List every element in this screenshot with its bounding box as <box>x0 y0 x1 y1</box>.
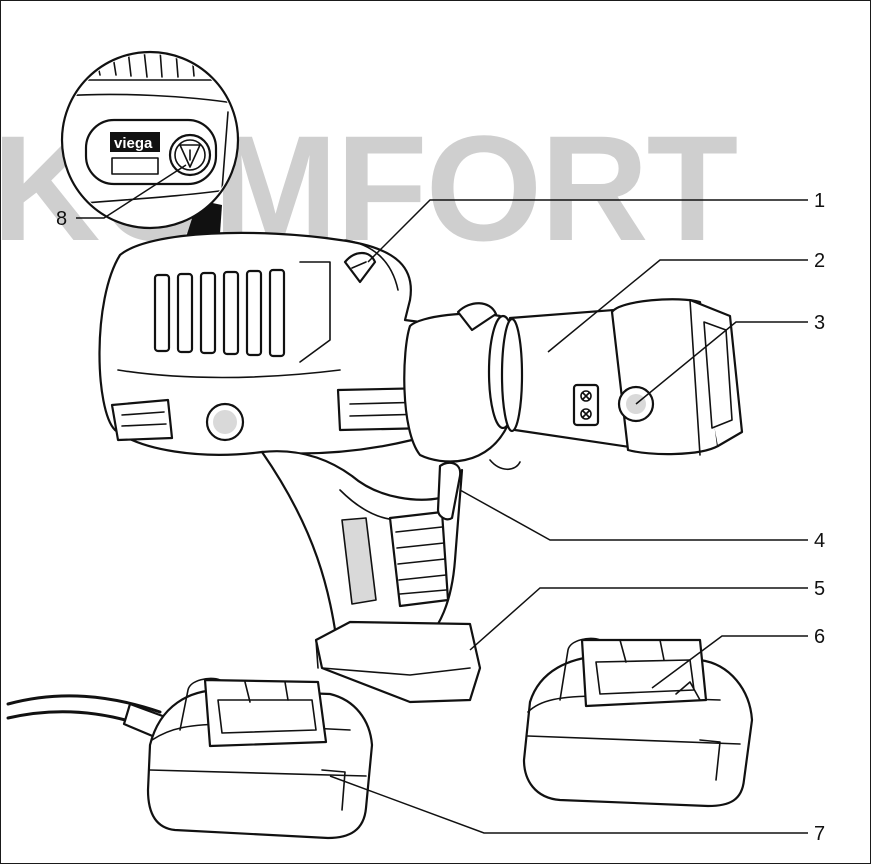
press-tool <box>98 231 744 704</box>
inset-magnifier: viega <box>60 50 240 230</box>
callout-3: 3 <box>814 312 825 334</box>
leader-8 <box>76 164 187 219</box>
leader-5 <box>469 587 808 651</box>
callout-5: 5 <box>814 578 825 600</box>
leader-3 <box>635 321 808 405</box>
warning-triangle-icon <box>179 144 201 168</box>
leader-1 <box>367 199 808 263</box>
ventilation-slots <box>153 268 286 358</box>
side-bumper <box>110 398 174 442</box>
leader-2 <box>547 259 808 353</box>
callout-1: 1 <box>814 190 825 212</box>
trigger-switch <box>436 461 462 521</box>
callout-4: 4 <box>814 530 825 552</box>
battery-mount <box>314 620 482 704</box>
viega-logo-text: viega <box>114 135 153 152</box>
callout-2: 2 <box>814 250 825 272</box>
callout-6: 6 <box>814 626 825 648</box>
leader-7 <box>329 775 808 834</box>
leader-6 <box>651 635 808 689</box>
indicator-light <box>343 251 377 284</box>
callout-8: 8 <box>56 208 67 230</box>
battery-7 <box>6 677 374 840</box>
leader-lines <box>76 164 808 834</box>
rotating-collar <box>403 312 512 463</box>
callout-labels: 1 2 3 4 5 6 7 8 <box>56 190 825 845</box>
viega-logo-badge <box>110 132 160 152</box>
leader-4 <box>459 489 808 541</box>
callout-7: 7 <box>814 823 825 845</box>
battery-6 <box>522 637 754 808</box>
